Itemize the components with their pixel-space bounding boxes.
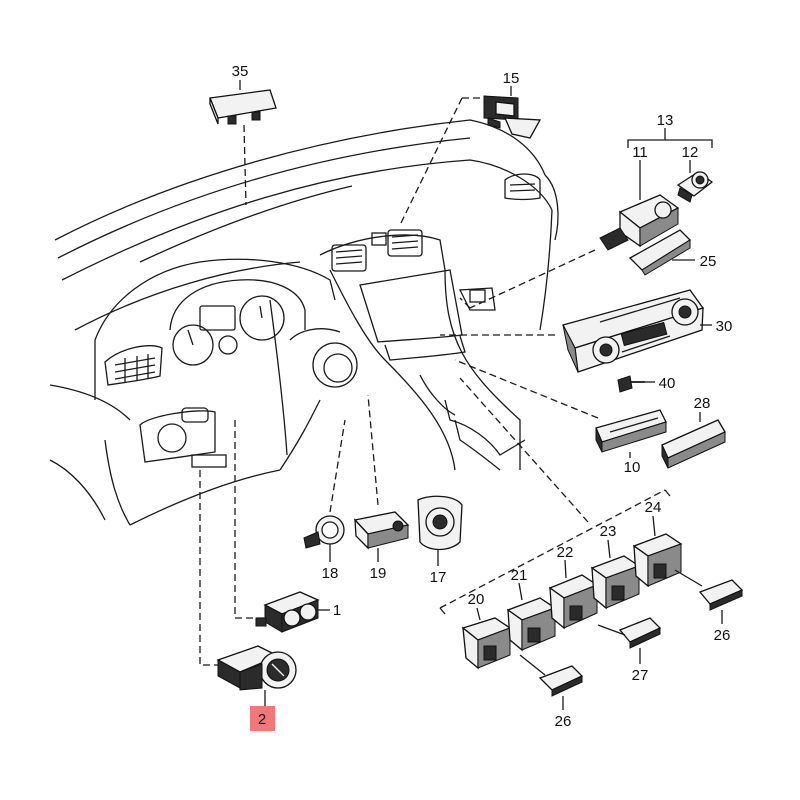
part-19 (353, 511, 410, 550)
callout-27: 27 (632, 667, 649, 684)
part-1 (255, 591, 320, 633)
callout-13: 13 (657, 112, 674, 129)
part-30 (562, 289, 705, 373)
callout-11: 11 (632, 144, 648, 161)
part-40 (617, 375, 645, 393)
part-11 (599, 194, 680, 251)
callout-18: 18 (322, 565, 339, 582)
callout-19: 19 (370, 565, 387, 582)
callout-26-right: 26 (714, 627, 731, 644)
callout-2: 2 (258, 711, 266, 728)
part-10 (595, 409, 667, 453)
part-17 (417, 495, 463, 551)
part-35 (209, 89, 277, 125)
callout-26-lower: 26 (555, 713, 572, 730)
part-28 (661, 419, 726, 469)
highlight-box-2 (250, 706, 275, 731)
callout-12: 12 (682, 144, 699, 161)
callout-15: 15 (503, 70, 520, 87)
callout-leaders (239, 80, 723, 710)
button-group (439, 489, 744, 697)
callout-1: 1 (333, 602, 341, 619)
part-15 (483, 95, 542, 139)
dashboard-outline (49, 119, 559, 526)
callout-10: 10 (624, 459, 641, 476)
callout-20: 20 (468, 591, 485, 608)
part-2 (216, 645, 297, 691)
callout-24: 24 (645, 499, 662, 516)
callout-35: 35 (232, 63, 249, 80)
part-12 (676, 171, 714, 203)
callout-30: 30 (716, 318, 733, 335)
part-18 (303, 515, 345, 549)
callout-25: 25 (700, 253, 717, 270)
leader-lines (199, 97, 599, 666)
callout-28: 28 (694, 395, 711, 412)
callout-22: 22 (557, 544, 574, 561)
callout-21: 21 (511, 567, 528, 584)
part-25 (628, 229, 692, 276)
callout-23: 23 (600, 523, 617, 540)
callout-labels: 35 15 13 11 12 25 30 40 28 10 1 2 18 19 … (232, 63, 733, 730)
callout-17: 17 (430, 569, 447, 586)
callout-40: 40 (659, 375, 676, 392)
